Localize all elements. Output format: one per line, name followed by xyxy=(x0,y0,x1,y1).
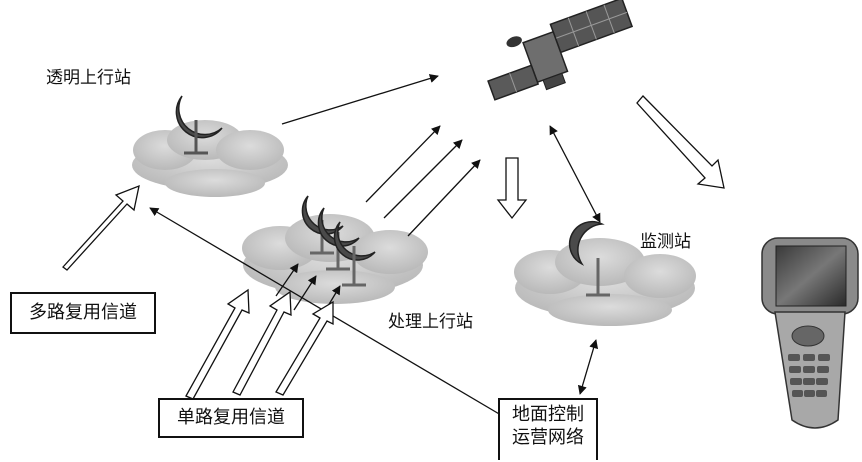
hollow-arrow-satellite-to-phone xyxy=(636,95,725,189)
ground-control-box: 地面控制 运营网络 xyxy=(498,398,598,460)
arrow-single-to-processing-2 xyxy=(293,275,317,311)
transparent-uplink-cloud xyxy=(132,120,288,197)
transparent-uplink-dish-icon xyxy=(175,95,223,155)
hollow-arrow-satellite-down xyxy=(496,157,528,220)
arrow-processing-to-satellite-2 xyxy=(383,139,463,219)
arrow-transparent-to-satellite xyxy=(281,74,439,125)
monitoring-label: 监测站 xyxy=(640,232,691,252)
monitoring-cloud xyxy=(514,238,696,326)
processing-uplink-dish-icon-3 xyxy=(333,221,376,287)
arrow-single-to-processing-1 xyxy=(275,263,299,297)
satellite-icon xyxy=(487,0,634,101)
hollow-arrow-multiplex-to-transparent xyxy=(62,184,140,271)
processing-uplink-cloud xyxy=(242,214,428,304)
arrow-processing-to-satellite-1 xyxy=(365,125,441,203)
arrow-monitoring-ground xyxy=(577,339,599,395)
arrow-processing-to-satellite-3 xyxy=(407,159,481,237)
monitoring-dish-icon xyxy=(568,220,610,297)
hollow-arrow-single-to-processing-1 xyxy=(185,288,250,400)
ground-control-line2: 运营网络 xyxy=(512,426,584,448)
hollow-arrow-single-to-processing-2 xyxy=(232,290,292,396)
processing-uplink-label: 处理上行站 xyxy=(388,312,473,332)
multiplex-channel-text: 多路复用信道 xyxy=(29,302,137,323)
arrow-satellite-monitoring xyxy=(549,125,601,223)
hollow-arrow-single-to-processing-3 xyxy=(275,300,334,396)
transparent-uplink-label: 透明上行站 xyxy=(46,68,131,88)
single-channel-text: 单路复用信道 xyxy=(177,407,285,428)
single-channel-box: 单路复用信道 xyxy=(158,398,304,438)
ground-control-line1: 地面控制 xyxy=(512,404,584,425)
multiplex-channel-box: 多路复用信道 xyxy=(10,292,156,334)
mobile-phone-icon xyxy=(761,237,859,429)
